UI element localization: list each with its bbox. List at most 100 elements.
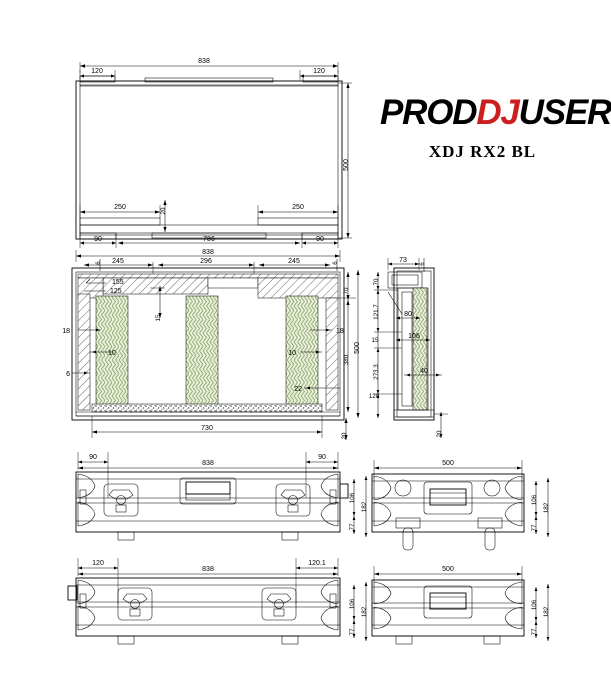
leader-sec-foam-right (310, 328, 332, 332)
latch-right (275, 483, 311, 517)
dim-top-foot-right (301, 233, 339, 248)
latch-left (103, 483, 139, 517)
dim-front (77, 452, 339, 498)
label-top-right-inset: 120 (313, 68, 325, 75)
dim-left-heights (534, 584, 550, 641)
label-sec-wall-left: 6 (66, 371, 70, 378)
dim-detail-chain (374, 272, 402, 418)
leader-sec-base-thickness (304, 386, 340, 390)
label-top-pad-thickness: 20 (160, 207, 167, 214)
label-right-body-height: 77 (531, 524, 538, 531)
label-detail-width: 73 (399, 257, 407, 264)
cross-section-view (71, 250, 360, 440)
label-left-body-height: 77 (531, 628, 538, 635)
dim-sec-overall (75, 250, 341, 262)
handle-front (179, 477, 237, 505)
label-left-total-height: 182 (543, 606, 550, 617)
dim-rear (77, 558, 339, 604)
brand-logo-block: PRODDJUSER XDJ RX2 BL (380, 93, 611, 162)
label-sec-inner-span: 730 (201, 425, 213, 432)
label-front-overall-width: 838 (202, 460, 214, 467)
label-sec-seg-right: 245 (288, 258, 300, 265)
label-detail-wall: 6 (419, 262, 426, 266)
label-detail-a: 121.7 (373, 304, 380, 320)
label-detail-inner-w: 80 (404, 311, 412, 318)
label-detail-c: 273.3 (373, 364, 380, 380)
dim-top-inner-width (118, 241, 300, 245)
label-top-left-inset: 120 (91, 68, 103, 75)
label-sec-notch-b: 125 (110, 288, 122, 295)
handle-right (423, 481, 473, 515)
dim-top-foot-left (79, 233, 117, 248)
label-rear-right-inset: 120.1 (308, 560, 326, 567)
label-top-height: 500 (343, 159, 350, 171)
label-sec-overall-height: 500 (354, 342, 361, 354)
label-left-overall-width: 500 (442, 566, 454, 573)
label-left-lid-height: 106 (531, 599, 538, 610)
label-detail-b: 15 (372, 337, 379, 344)
dim-top-pad-left (79, 205, 161, 219)
dim-sec-inner-height (346, 300, 350, 412)
dim-sec-inner-span (91, 416, 323, 438)
label-detail-base-offset: 20 (436, 430, 443, 437)
label-sec-notch-a: 155 (112, 279, 124, 286)
brand-logo-dj: DJ (476, 93, 520, 132)
label-rear-left-inset: 120 (92, 560, 104, 567)
side-detail-view (374, 258, 448, 438)
front-elevation-view (75, 452, 368, 541)
top-view (75, 62, 352, 248)
label-detail-outer-w: 106 (408, 333, 420, 340)
label-front-right-inset: 90 (318, 454, 326, 461)
right-elevation-view (371, 460, 550, 551)
dim-sec-step (150, 286, 165, 318)
label-sec-overall-width: 838 (202, 249, 214, 256)
label-top-pad-left: 250 (114, 204, 126, 211)
dim-sec-lid-depth (338, 272, 356, 300)
dim-detail-base-offset (434, 412, 448, 438)
dim-top-pad-thickness (163, 200, 167, 232)
label-right-total-height: 182 (543, 502, 550, 513)
latch-rear-left (117, 587, 153, 621)
label-sec-base-offset: 20 (341, 432, 348, 439)
model-name: XDJ RX2 BL (428, 142, 537, 161)
dim-detail-inner-w (396, 316, 420, 320)
label-sec-wall-top-left: 6 (95, 261, 102, 265)
leader-sec-panel-right (300, 350, 322, 354)
label-top-foot-right: 90 (316, 236, 324, 243)
label-sec-wall-top-right: 6 (332, 261, 339, 265)
label-sec-lid-depth: 70 (343, 287, 350, 294)
dim-left-width (373, 566, 523, 582)
label-top-overall-width: 838 (198, 58, 210, 65)
label-rear-overall-width: 838 (202, 566, 214, 573)
left-elevation-view (371, 566, 550, 645)
brand-logo-part3: USER (518, 93, 611, 132)
label-sec-base-thickness: 22 (294, 386, 302, 393)
brand-logo: PRODDJUSER (380, 93, 611, 132)
label-sec-step: 15 (155, 314, 162, 321)
dim-front-heights (352, 476, 368, 537)
leader-sec-155 (85, 278, 106, 284)
brand-logo-part1: PROD (380, 93, 478, 132)
dim-rear-heights (352, 582, 368, 641)
label-detail-foam-w: 40 (420, 368, 428, 375)
label-right-overall-width: 500 (442, 460, 454, 467)
label-sec-foam-right: 18 (336, 328, 344, 335)
latch-rear-right (261, 587, 297, 621)
leader-sec-wall-left (72, 371, 90, 375)
leader-sec-foam-left (78, 328, 100, 332)
label-rear-body-height: 77 (349, 628, 356, 635)
dim-sec-wall-top (99, 259, 338, 271)
label-rear-lid-height: 106 (349, 598, 356, 609)
dim-sec-overall-height (356, 270, 360, 418)
label-front-left-inset: 90 (89, 454, 97, 461)
label-detail-lid-depth: 70 (373, 278, 380, 285)
dim-top-height (338, 82, 352, 239)
label-sec-seg-left: 245 (112, 258, 124, 265)
caster-right (477, 517, 503, 551)
leader-sec-panel-left (90, 350, 112, 354)
label-top-inner-width: 786 (203, 236, 215, 243)
label-right-lid-height: 106 (531, 494, 538, 505)
label-front-lid-height: 106 (349, 492, 356, 503)
